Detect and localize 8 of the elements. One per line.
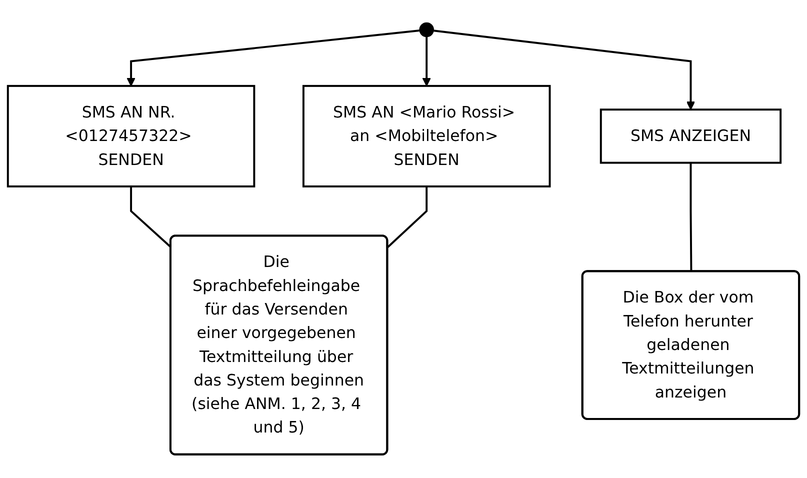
arrow (433, 30, 696, 110)
node-box: SMS AN NR. <0127457322> SENDEN (6, 85, 256, 188)
connector (387, 186, 428, 248)
node-box: SMS ANZEIGEN (600, 108, 782, 164)
connector (690, 163, 692, 272)
arrow (126, 30, 420, 87)
arrow (422, 37, 431, 87)
node-box: SMS AN <Mario Rossi> an <Mobiltelefon> SENDEN (302, 85, 551, 188)
